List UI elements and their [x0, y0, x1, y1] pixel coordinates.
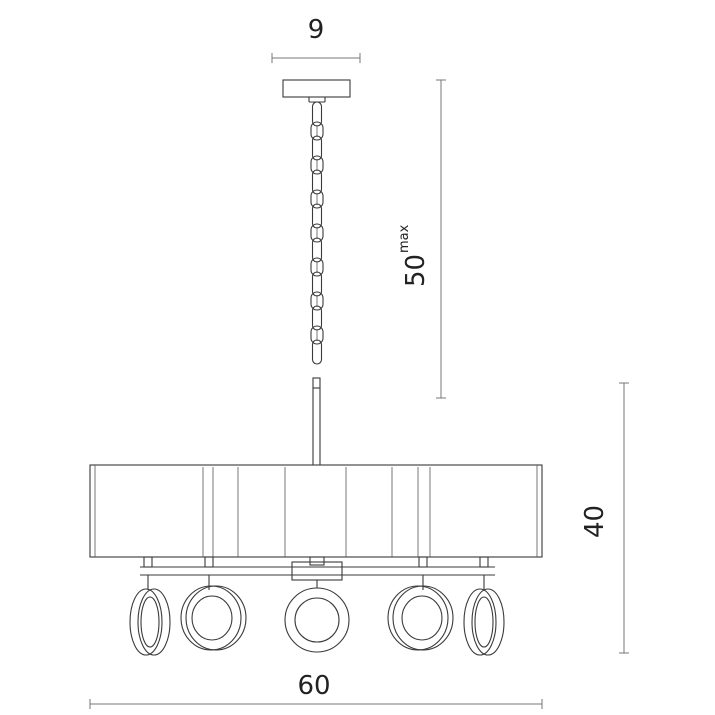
- ring-outer: [471, 588, 505, 656]
- height-label: 40: [580, 505, 610, 538]
- chain-link: [310, 155, 324, 175]
- ring-outer: [392, 585, 454, 651]
- height-dimension: 40: [580, 382, 629, 654]
- rings: [129, 585, 505, 656]
- ring-inner: [474, 596, 494, 648]
- shade-outline: [89, 464, 543, 558]
- ring-outer: [463, 588, 497, 656]
- socket: [418, 556, 428, 568]
- chain-link: [310, 325, 324, 345]
- chain-link: [310, 189, 324, 209]
- canopy: [282, 79, 351, 103]
- canopy-width-dimension: 9: [271, 15, 361, 63]
- chain-link: [310, 121, 324, 141]
- chain-length-suffix: max: [397, 224, 412, 253]
- canopy-hook: [308, 97, 326, 103]
- drum-shade: [89, 464, 543, 558]
- chain: [310, 101, 324, 365]
- chain-length-label: 50: [401, 254, 431, 287]
- chain-length-dimension: 50 max: [397, 79, 446, 399]
- ring-outer: [129, 588, 163, 656]
- socket: [309, 556, 325, 566]
- diameter-label: 60: [297, 671, 330, 701]
- canopy-width-label: 9: [308, 15, 325, 45]
- socket: [143, 556, 153, 568]
- ring-inner: [191, 595, 233, 641]
- diameter-dimension: 60: [89, 671, 543, 709]
- canopy-plate: [282, 79, 351, 98]
- chain-link: [310, 223, 324, 243]
- socket: [479, 556, 489, 568]
- ring-outer: [185, 585, 247, 651]
- rod: [312, 377, 321, 465]
- socket: [204, 556, 214, 568]
- ring-inner: [294, 597, 340, 643]
- ring-inner: [140, 596, 160, 648]
- chain-link: [310, 291, 324, 311]
- frame: [140, 556, 495, 590]
- chain-link: [311, 339, 323, 365]
- rod-connector: [312, 377, 321, 389]
- ring-outer: [387, 585, 449, 651]
- ring-outer: [137, 588, 171, 656]
- ring-outer: [284, 587, 350, 653]
- chain-link: [310, 257, 324, 277]
- ring-inner: [401, 595, 443, 641]
